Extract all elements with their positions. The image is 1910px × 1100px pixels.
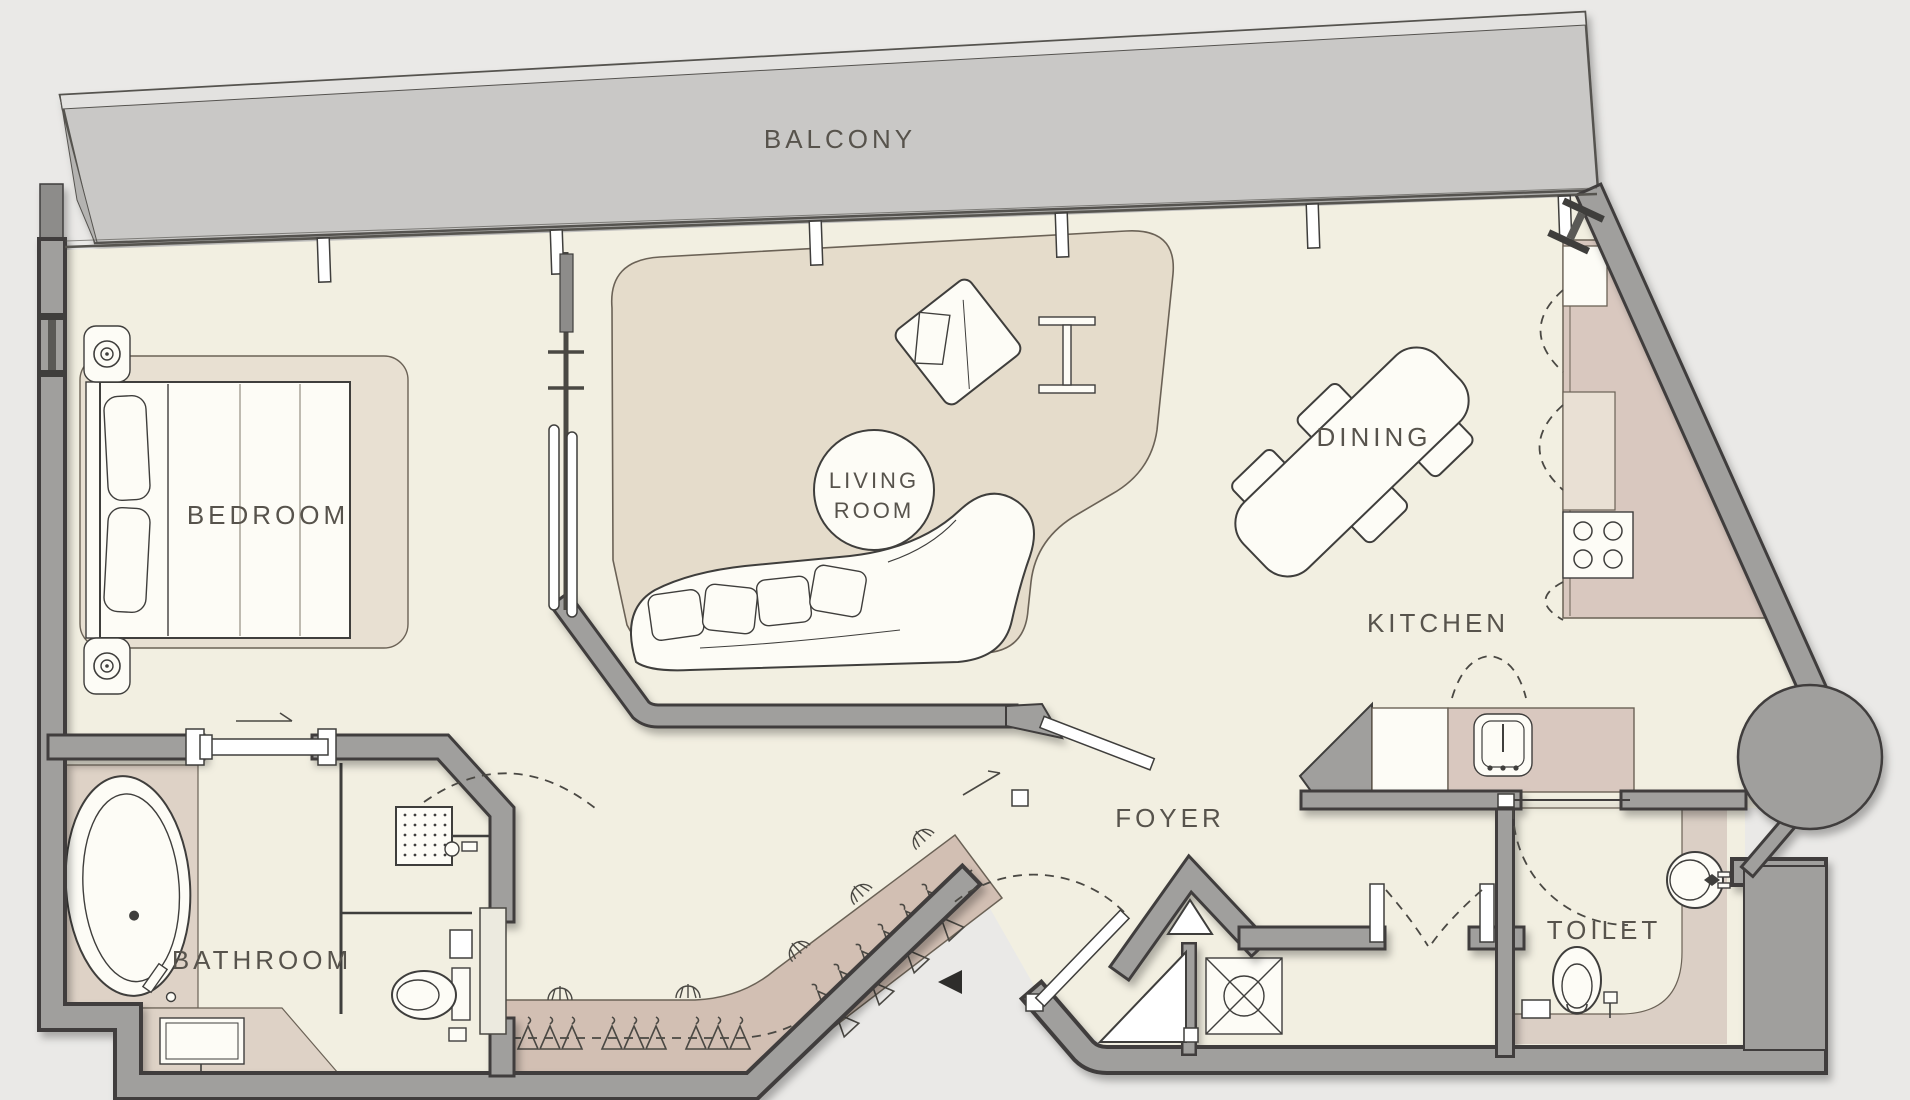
bathroom-toilet xyxy=(391,967,471,1042)
wall-mass-bottom-right xyxy=(1743,865,1827,1051)
entry-door xyxy=(938,873,1131,1012)
label-kitchen: KITCHEN xyxy=(1367,608,1509,638)
label-dining: DINING xyxy=(1317,422,1432,452)
corridor-double-doors xyxy=(1369,883,1495,947)
shower-glass xyxy=(339,763,472,1014)
pillow xyxy=(103,394,151,502)
bathroom-panel-door xyxy=(479,907,507,1035)
void-triangle xyxy=(1097,949,1187,1043)
label-foyer: FOYER xyxy=(1115,803,1225,833)
sofa xyxy=(629,492,1035,672)
dining-table xyxy=(1234,346,1470,578)
slide-arrow xyxy=(962,770,1001,796)
bathroom-bench xyxy=(159,1017,245,1074)
flush-button xyxy=(1603,991,1618,1004)
bed xyxy=(85,381,351,639)
entry-arrow xyxy=(938,970,962,994)
walls xyxy=(37,182,1884,1100)
sliding-door-foyer xyxy=(962,715,1156,807)
label-bedroom: BEDROOM xyxy=(187,500,349,530)
headboard xyxy=(85,381,101,639)
toilet-wc xyxy=(1521,946,1618,1019)
label-bathroom: BATHROOM xyxy=(172,945,352,975)
cabinet-door-arcs xyxy=(1538,289,1564,621)
balcony-deck xyxy=(39,10,1600,249)
kitchen-counter-wall xyxy=(1538,239,1772,621)
sliding-partition xyxy=(548,252,584,618)
shaft-fan-unit xyxy=(1205,957,1283,1035)
label-living-room: ROOM xyxy=(834,498,914,523)
steel-column-right xyxy=(1547,197,1605,255)
bathtub-faucet xyxy=(141,962,177,1003)
window-mullions xyxy=(316,195,1573,283)
label-toilet: TOILET xyxy=(1547,915,1662,945)
structural-column xyxy=(1736,683,1884,831)
dishwasher xyxy=(1371,707,1449,793)
pillow xyxy=(103,506,151,614)
kitchen-peninsula xyxy=(1298,655,1635,799)
kitchen-tall-unit xyxy=(1562,245,1608,307)
wash-basin xyxy=(1666,851,1731,909)
sofa-cushions xyxy=(647,519,957,649)
side-table xyxy=(1038,316,1096,394)
slide-arrow xyxy=(236,712,293,722)
wardrobe-closet xyxy=(504,822,1004,1077)
stove-4-burners xyxy=(1562,511,1634,579)
pocket-door-bedroom xyxy=(185,712,337,766)
armchair xyxy=(894,278,1022,406)
steel-column-left xyxy=(38,313,66,377)
nightstand-lamp-left xyxy=(83,325,131,383)
label-living: LIVING xyxy=(829,468,919,493)
label-balcony: BALCONY xyxy=(764,124,916,154)
dining-table-set xyxy=(1231,346,1474,578)
shower-head xyxy=(395,806,492,866)
dressing-door-swing xyxy=(423,772,601,813)
toilet-door xyxy=(1497,793,1629,926)
nightstand-lamp-right xyxy=(83,637,131,695)
living-room-badge: LIVING ROOM xyxy=(813,429,935,551)
wardrobe-rod xyxy=(512,869,973,1039)
gable-void xyxy=(1166,898,1214,935)
entry-door-swing xyxy=(951,873,1125,913)
window-wall xyxy=(64,187,1598,283)
bathroom-cistern xyxy=(449,929,473,959)
kitchen-island-sink xyxy=(1473,713,1533,777)
